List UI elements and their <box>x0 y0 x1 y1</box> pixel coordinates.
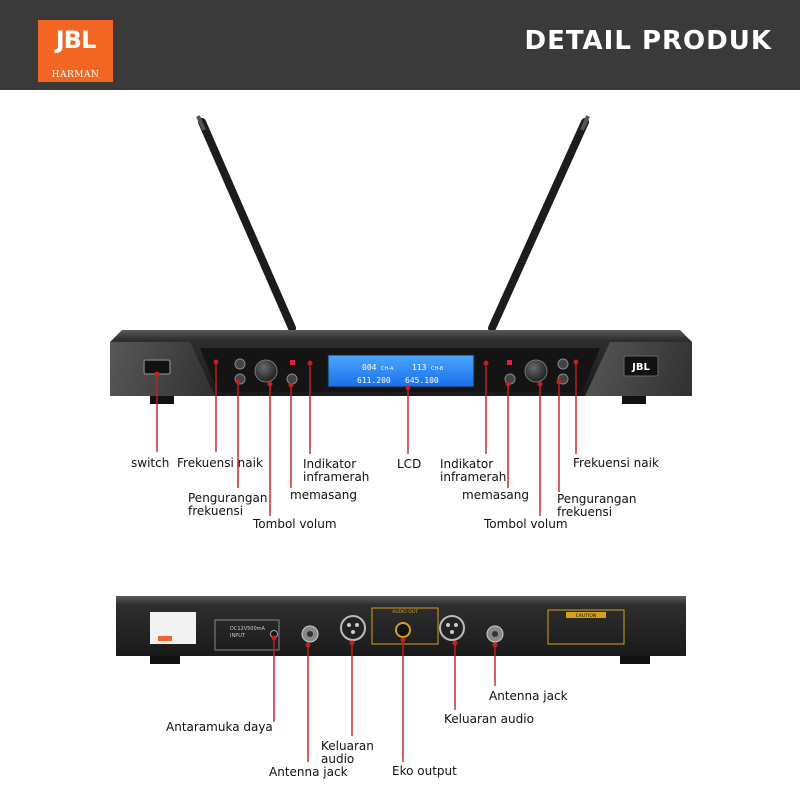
volume-knob-right <box>524 359 548 383</box>
set-button-left <box>286 373 298 385</box>
xlr-output-left <box>340 615 366 641</box>
label-volume-left: Tombol volum <box>253 517 337 531</box>
label-antenna-right: Antenna jack <box>489 689 568 703</box>
antenna-left <box>196 115 296 332</box>
logo-harman: HARMAN <box>51 70 100 80</box>
front-panel <box>110 330 692 404</box>
label-freq-up-right: Frekuensi naik <box>573 456 659 470</box>
page-title: DETAIL PRODUK <box>524 26 772 56</box>
power-jack <box>214 619 280 651</box>
xlr-output-right <box>439 615 465 641</box>
echo-output-jack <box>395 622 411 638</box>
rear-sticker <box>150 612 196 644</box>
freq-up-button-left <box>234 358 246 370</box>
label-ir-left: Indikator inframerah <box>303 457 370 484</box>
label-freq-down-right: Pengurangan frekuensi <box>557 492 637 519</box>
front-callout-lines <box>154 359 579 516</box>
label-antenna-left: Antenna jack <box>269 765 348 779</box>
audio-out-frame <box>371 607 439 645</box>
volume-knob-left <box>254 359 278 383</box>
caution-label <box>547 609 625 645</box>
rear-panel <box>116 596 686 664</box>
ir-indicator-right <box>507 360 512 365</box>
label-power-interface: Antaramuka daya <box>166 720 273 734</box>
header-bar: JBL HARMAN DETAIL PRODUK <box>0 0 800 90</box>
label-freq-up-left: Frekuensi naik <box>177 456 263 470</box>
lcd-ch-b-label: CH-B <box>431 366 444 372</box>
rear-callout-lines <box>271 635 498 762</box>
label-switch: switch <box>131 456 170 470</box>
lcd-ch-b-freq: 645.100 <box>405 376 439 385</box>
label-volume-right: Tombol volum <box>484 517 568 531</box>
freq-up-button-right <box>557 358 569 370</box>
lcd-ch-a-label: CH-A <box>381 366 394 372</box>
lcd-ch-a-freq: 611.200 <box>357 376 391 385</box>
label-ir-right: Indikator inframerah <box>440 457 507 484</box>
label-freq-down-left: Pengurangan frekuensi <box>188 491 268 518</box>
lcd-screen <box>327 354 475 388</box>
rear-power-sub: INPUT <box>230 633 246 639</box>
label-audio-out-right: Keluaran audio <box>444 712 534 726</box>
jbl-logo: JBL HARMAN <box>38 20 113 82</box>
logo-brand: JBL <box>55 26 97 54</box>
front-jbl-badge <box>623 355 659 377</box>
label-audio-out-left: Keluaran audio <box>321 739 374 766</box>
lcd-ch-a-channel: 004 <box>362 363 377 372</box>
label-set-left: memasang <box>290 488 357 502</box>
antenna-right <box>488 115 590 332</box>
lcd-ch-b-channel: 113 <box>412 363 427 372</box>
rear-power-text: DC12V500mA <box>230 626 266 632</box>
front-jbl-text: JBL <box>631 362 650 373</box>
label-lcd: LCD <box>397 457 422 471</box>
rear-caution-text: CAUTION <box>576 613 597 619</box>
rear-audio-out-text: AUDIO OUT <box>392 609 418 615</box>
label-echo-output: Eko output <box>392 764 457 778</box>
label-set-right: memasang <box>462 488 529 502</box>
ir-indicator-left <box>290 360 295 365</box>
